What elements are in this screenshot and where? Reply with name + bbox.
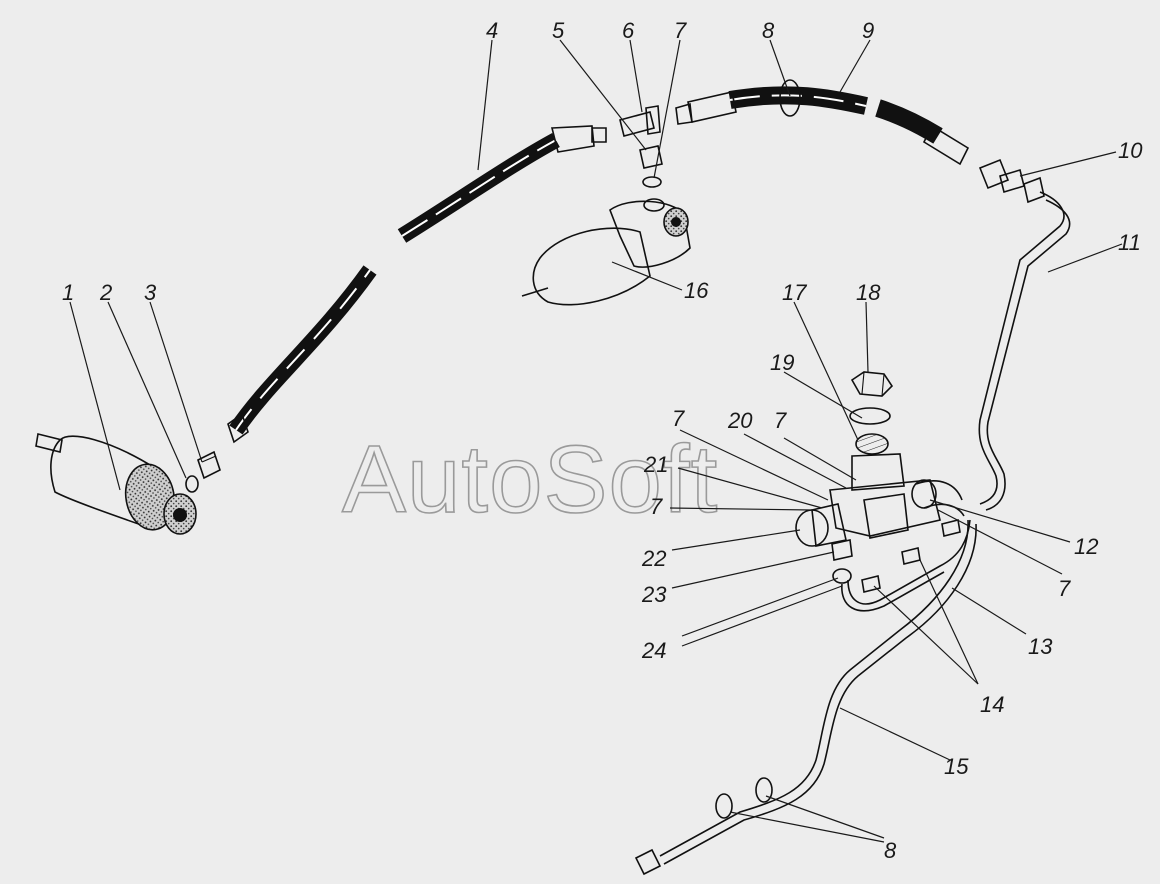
callout-labels: 1 2 3 4 5 6 7 8 9 10 11 16 17 18 19 7 20… xyxy=(62,18,1143,863)
callout-24: 24 xyxy=(641,638,666,663)
part-24-elbow xyxy=(832,519,971,612)
part-3-fitting xyxy=(197,450,221,480)
callout-22: 22 xyxy=(641,546,666,571)
callout-15: 15 xyxy=(944,754,969,779)
part-4-hose xyxy=(227,125,607,444)
callout-20: 20 xyxy=(727,408,753,433)
callout-19: 19 xyxy=(770,350,794,375)
callout-1: 1 xyxy=(62,280,74,305)
callout-7-e: 7 xyxy=(1058,576,1071,601)
part-8-clamps-bottom xyxy=(715,777,773,819)
part-11-steel-line xyxy=(978,191,1071,511)
part-2-washer xyxy=(185,475,199,493)
callout-9: 9 xyxy=(862,18,874,43)
callout-18: 18 xyxy=(856,280,881,305)
callout-7-d: 7 xyxy=(650,494,663,519)
part-23-fitting xyxy=(831,539,853,561)
callout-6: 6 xyxy=(622,18,635,43)
callout-5: 5 xyxy=(552,18,565,43)
callout-13: 13 xyxy=(1028,634,1053,659)
callout-23: 23 xyxy=(641,582,667,607)
part-9-hose xyxy=(675,86,970,166)
callout-10: 10 xyxy=(1118,138,1143,163)
watermark-text: AutoSoft xyxy=(342,426,718,533)
part-6-tee-fitting xyxy=(619,105,661,137)
part-5-nut xyxy=(639,145,663,169)
callout-7-c: 7 xyxy=(774,408,787,433)
callout-4: 4 xyxy=(486,18,498,43)
part-16-filter xyxy=(521,200,691,306)
part-14-clips xyxy=(861,519,961,593)
part-17-cap xyxy=(855,433,889,455)
callout-8-top: 8 xyxy=(762,18,775,43)
callout-11: 11 xyxy=(1118,230,1141,255)
callout-16: 16 xyxy=(684,278,709,303)
part-15-lower-line xyxy=(634,519,977,876)
part-8-clamp-top xyxy=(779,79,801,117)
callout-8-bottom: 8 xyxy=(884,838,897,863)
callout-21: 21 xyxy=(643,452,668,477)
valve-body xyxy=(795,453,965,547)
callout-7-top: 7 xyxy=(674,18,687,43)
part-7-washer-top xyxy=(642,176,665,212)
part-19-gasket xyxy=(849,407,891,425)
callout-2: 2 xyxy=(99,280,112,305)
leader-lines xyxy=(69,39,1123,843)
part-18-nut xyxy=(850,371,894,397)
callout-14: 14 xyxy=(980,692,1004,717)
callout-7-b: 7 xyxy=(672,406,685,431)
callout-12: 12 xyxy=(1074,534,1098,559)
part-10-union xyxy=(978,158,1045,204)
callout-3: 3 xyxy=(144,280,157,305)
callout-17: 17 xyxy=(782,280,807,305)
part-1-cylinder xyxy=(35,433,197,535)
